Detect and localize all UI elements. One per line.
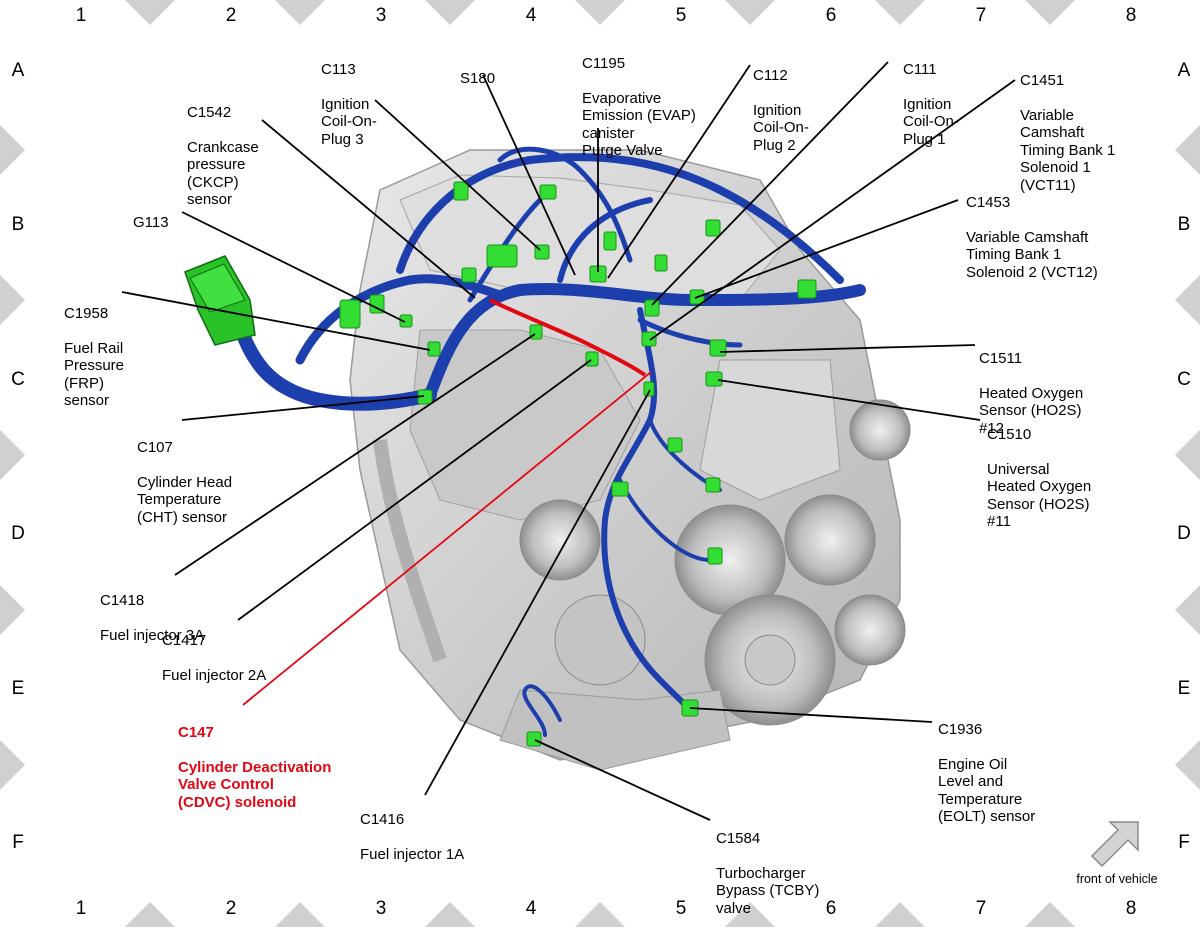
grid-column-top-8: 8 xyxy=(1125,5,1137,26)
callout-c1936: C1936 Engine Oil Level and Temperature (… xyxy=(938,703,1035,843)
callout-c1510-desc: Universal Heated Oxygen Sensor (HO2S) #1… xyxy=(987,460,1092,531)
grid-column-top-4: 4 xyxy=(525,5,537,26)
callout-c1584: C1584 Turbocharger Bypass (TCBY) valve xyxy=(716,812,819,935)
callout-c1416-code: C1416 xyxy=(360,810,405,828)
grid-column-top-2: 2 xyxy=(225,5,237,26)
callout-c1418-desc: Fuel injector 3A xyxy=(100,626,205,644)
callout-c1958-code: C1958 xyxy=(64,304,109,322)
callout-c147: C147 Cylinder Deactivation Valve Control… xyxy=(178,706,331,829)
callout-c1453-code: C1453 xyxy=(966,193,1011,211)
grid-column-bottom-5: 5 xyxy=(675,898,687,919)
callout-c1418: C1418 Fuel injector 3A xyxy=(100,574,204,662)
grid-column-top-5: 5 xyxy=(675,5,687,26)
callout-c107-desc: Cylinder Head Temperature (CHT) sensor xyxy=(137,473,233,526)
callout-c1453: C1453 Variable Camshaft Timing Bank 1 So… xyxy=(966,176,1098,299)
callout-c1958: C1958 Fuel Rail Pressure (FRP) sensor xyxy=(64,287,124,427)
callout-c112: C112 Ignition Coil-On- Plug 2 xyxy=(753,49,809,172)
callout-c1542-code: C1542 xyxy=(187,103,232,121)
grid-row-right-a: A xyxy=(1177,60,1191,81)
callout-c147-code: C147 xyxy=(178,723,214,741)
callout-c1936-code: C1936 xyxy=(938,720,983,738)
grid-row-right-d: D xyxy=(1177,523,1191,544)
callout-c113-code: C113 xyxy=(321,60,356,78)
callout-c1451-code: C1451 xyxy=(1020,71,1065,89)
grid-column-bottom-4: 4 xyxy=(525,898,537,919)
grid-column-top-6: 6 xyxy=(825,5,837,26)
callout-c113-desc: Ignition Coil-On- Plug 3 xyxy=(321,95,377,148)
callout-c112-desc: Ignition Coil-On- Plug 2 xyxy=(753,101,809,154)
grid-column-top-7: 7 xyxy=(975,5,987,26)
callout-c1417-desc: Fuel injector 2A xyxy=(162,666,267,684)
grid-column-bottom-1: 1 xyxy=(75,898,87,919)
callout-c107-code: C107 xyxy=(137,438,173,456)
grid-row-right-c: C xyxy=(1177,369,1191,390)
grid-row-right-f: F xyxy=(1178,832,1190,853)
connector-icons xyxy=(339,181,817,747)
callout-c1418-code: C1418 xyxy=(100,591,145,609)
callout-c1958-desc: Fuel Rail Pressure (FRP) sensor xyxy=(64,339,125,410)
grid-column-bottom-8: 8 xyxy=(1125,898,1137,919)
callout-c1195-desc: Evaporative Emission (EVAP) canister Pur… xyxy=(582,89,696,160)
callout-c1542-desc: Crankcase pressure (CKCP) sensor xyxy=(187,138,259,209)
callout-c1417-code: C1417 xyxy=(162,631,207,649)
front-of-vehicle-label: front of vehicle xyxy=(1076,872,1158,886)
callout-c111-code: C111 xyxy=(903,60,937,78)
grid-column-top-1: 1 xyxy=(75,5,87,26)
grid-column-bottom-7: 7 xyxy=(975,898,987,919)
callout-c1195: C1195 Evaporative Emission (EVAP) canist… xyxy=(582,37,696,177)
callout-c1542: C1542 Crankcase pressure (CKCP) sensor xyxy=(187,86,259,226)
grid-column-bottom-2: 2 xyxy=(225,898,237,919)
callout-c112-code: C112 xyxy=(753,66,788,84)
main-connector-icon xyxy=(184,255,256,346)
callout-c1416: C1416 Fuel injector 1A xyxy=(360,793,464,881)
callout-g113-code: G113 xyxy=(133,213,169,231)
callout-c1510: C1510 Universal Heated Oxygen Sensor (HO… xyxy=(987,408,1091,548)
leader-lines xyxy=(121,61,1016,821)
callout-s180-code: S180 xyxy=(460,69,496,87)
callout-c1511-desc: Heated Oxygen Sensor (HO2S) #12 xyxy=(979,384,1084,437)
grid-column-bottom-6: 6 xyxy=(825,898,837,919)
grid-row-right-b: B xyxy=(1177,214,1191,235)
callout-c113: C113 Ignition Coil-On- Plug 3 xyxy=(321,43,377,166)
callout-c1511-code: C1511 xyxy=(979,349,1023,367)
grid-row-left-e: E xyxy=(11,678,25,699)
callout-c1510-code: C1510 xyxy=(987,425,1032,443)
callout-c1416-desc: Fuel injector 1A xyxy=(360,845,465,863)
callout-c1511: C1511 Heated Oxygen Sensor (HO2S) #12 xyxy=(979,332,1083,455)
callout-c147-desc: Cylinder Deactivation Valve Control (CDV… xyxy=(178,758,332,811)
callout-c111-desc: Ignition Coil-On- Plug 1 xyxy=(903,95,959,148)
callout-c1195-code: C1195 xyxy=(582,54,626,72)
callout-c1936-desc: Engine Oil Level and Temperature (EOLT) … xyxy=(938,755,1036,826)
grid-row-left-d: D xyxy=(11,523,25,544)
grid-row-left-b: B xyxy=(11,214,25,235)
grid-column-top-3: 3 xyxy=(375,5,387,26)
front-arrow-icon xyxy=(1090,821,1139,868)
grid-row-left-a: A xyxy=(11,60,25,81)
callout-c111: C111 Ignition Coil-On- Plug 1 xyxy=(903,43,959,166)
grid-column-bottom-3: 3 xyxy=(375,898,387,919)
callout-c1451: C1451 Variable Camshaft Timing Bank 1 So… xyxy=(1020,54,1115,212)
callout-c1417: C1417 Fuel injector 2A xyxy=(162,614,266,702)
grid-row-left-f: F xyxy=(12,832,24,853)
callout-c1451-desc: Variable Camshaft Timing Bank 1 Solenoid… xyxy=(1020,106,1116,194)
callout-c1584-code: C1584 xyxy=(716,829,761,847)
grid-row-right-e: E xyxy=(1177,678,1191,699)
callout-c1453-desc: Variable Camshaft Timing Bank 1 Solenoid… xyxy=(966,228,1098,281)
callout-c107: C107 Cylinder Head Temperature (CHT) sen… xyxy=(137,421,232,544)
grid-row-left-c: C xyxy=(11,369,25,390)
callout-s180: S180 xyxy=(460,52,495,105)
callout-g113: G113 xyxy=(133,196,169,249)
cdvc-harness-highlight xyxy=(489,298,647,377)
callout-c1584-desc: Turbocharger Bypass (TCBY) valve xyxy=(716,864,820,917)
